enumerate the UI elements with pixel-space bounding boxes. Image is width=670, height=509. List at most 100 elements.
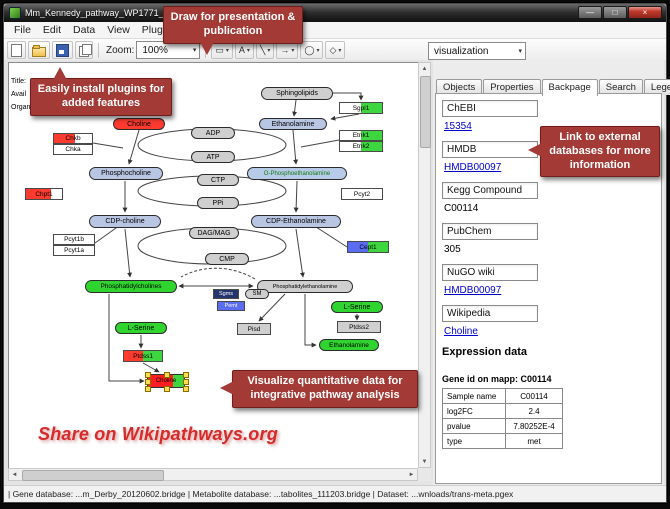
menu-edit[interactable]: Edit <box>42 24 62 36</box>
pathway-node-sgpl1[interactable]: Sgpl1 <box>339 102 383 114</box>
pathway-node-phosphatidylcholines[interactable]: Phosphatidylcholines <box>85 280 177 293</box>
pathway-node-adp[interactable]: ADP <box>191 127 235 139</box>
shape-tool-button[interactable]: ◯▾ <box>300 41 324 59</box>
database-id-text: 305 <box>444 244 461 255</box>
pathway-node-ctp[interactable]: CTP <box>197 174 239 186</box>
database-value: 15354 <box>444 121 655 132</box>
tab-properties[interactable]: Properties <box>483 79 541 95</box>
scroll-up-icon[interactable]: ▲ <box>421 65 428 72</box>
pathway-node-cdp-choline[interactable]: CDP-choline <box>89 215 161 228</box>
external-link[interactable]: HMDB00097 <box>444 285 502 296</box>
pathway-node-pisd[interactable]: Pisd <box>237 323 271 335</box>
line-tool-button[interactable]: ╲▾ <box>255 41 275 59</box>
pathway-node-cmp[interactable]: CMP <box>205 253 249 265</box>
visualization-select[interactable]: visualization ▾ <box>428 42 526 60</box>
zoom-select[interactable]: 100% ▾ <box>136 41 201 59</box>
selection-handle[interactable] <box>145 386 151 392</box>
minimize-button[interactable]: — <box>578 6 602 19</box>
selection-handle[interactable] <box>145 372 151 378</box>
chevron-down-icon: ▾ <box>291 47 295 54</box>
tab-objects[interactable]: Objects <box>436 79 483 95</box>
datanode-tool-button[interactable]: ▭▾ <box>211 41 233 59</box>
horizontal-scrollbar[interactable]: ◄ ► <box>8 468 418 481</box>
close-button[interactable]: × <box>628 6 662 19</box>
pathway-node-cdp-ethanolamine[interactable]: CDP-Ethanolamine <box>251 215 341 228</box>
tab-legend[interactable]: Legend <box>643 79 670 95</box>
pathway-node-phosphatidylethanolamine[interactable]: Phosphatidylethanolamine <box>257 280 353 293</box>
menu-view[interactable]: View <box>107 24 130 36</box>
pathway-node-choline-selected[interactable]: Choline <box>145 372 189 392</box>
pathway-node-cept1[interactable]: Cept1 <box>347 241 389 253</box>
database-name-field: HMDB <box>442 141 538 158</box>
label-tool-button[interactable]: A▾ <box>234 41 254 59</box>
pathway-node-l-serine-right[interactable]: L-Serine <box>331 301 383 313</box>
horizontal-scroll-thumb[interactable] <box>22 470 164 481</box>
pathway-node-choline-top[interactable]: Choline <box>113 118 165 130</box>
scroll-down-icon[interactable]: ▼ <box>421 458 428 465</box>
pathway-info-line: Title: <box>11 78 26 85</box>
tab-search[interactable]: Search <box>598 79 643 95</box>
template-tool-button[interactable]: ◇▾ <box>325 41 346 59</box>
pathway-node-sphingolipids[interactable]: Sphingolipids <box>261 87 333 100</box>
pathway-node-sm[interactable]: SM <box>245 289 269 299</box>
pathway-node-pcyt2[interactable]: Pcyt2 <box>341 188 383 200</box>
external-link[interactable]: 15354 <box>444 121 472 132</box>
new-button[interactable] <box>7 41 26 59</box>
vertical-scroll-thumb[interactable] <box>420 76 431 148</box>
pathway-node-o-phosphoethanolamine[interactable]: O-Phosphoethanolamine <box>247 167 347 180</box>
titlebar[interactable]: Mm_Kennedy_pathway_WP1771_45176.gp... — … <box>4 4 666 22</box>
pathway-node-ptdss1[interactable]: Ptdss1 <box>123 350 163 362</box>
pathway-info-line: Organ <box>11 104 31 111</box>
callout-visualize-data: Visualize quantitative data for integrat… <box>220 370 418 408</box>
pathway-info-line: Avail <box>11 91 27 98</box>
pathway-node-etnk2[interactable]: Etnk2 <box>339 141 383 152</box>
chevron-down-icon: ▾ <box>267 47 271 54</box>
pathway-node-dag-mag[interactable]: DAG/MAG <box>189 227 239 239</box>
gene-id-mapp-line: Gene id on mapp: C00114 <box>442 374 552 384</box>
menu-data[interactable]: Data <box>73 24 96 36</box>
tool-button-group: ▭▾A▾╲▾→▾◯▾◇▾ <box>211 41 346 59</box>
vertical-scrollbar[interactable]: ▲ ▼ <box>418 62 431 468</box>
database-name-field: NuGO wiki <box>442 264 538 281</box>
selection-handle[interactable] <box>183 379 189 385</box>
scroll-right-icon[interactable]: ► <box>408 471 415 478</box>
open-icon <box>32 44 46 57</box>
pathway-node-atp[interactable]: ATP <box>191 151 235 163</box>
save-button[interactable] <box>52 41 73 59</box>
pathway-node-ptdss2[interactable]: Ptdss2 <box>337 321 381 333</box>
database-name-field: Wikipedia <box>442 305 538 322</box>
pathway-node-l-serine-left[interactable]: L-Serine <box>115 322 167 334</box>
tab-backpage[interactable]: Backpage <box>541 79 598 96</box>
pathway-node-etnk1[interactable]: Etnk1 <box>339 130 383 141</box>
open-button[interactable] <box>28 41 50 59</box>
external-link[interactable]: Choline <box>444 326 478 337</box>
scroll-left-icon[interactable]: ◄ <box>11 471 18 478</box>
selection-handle[interactable] <box>164 372 170 378</box>
line-tool-icon: ╲ <box>259 44 266 55</box>
pathway-node-phosphocholine[interactable]: Phosphocholine <box>89 167 163 180</box>
pathway-node-pemt[interactable]: Pemt <box>217 301 245 311</box>
pathway-node-ethanolamine-top[interactable]: Ethanolamine <box>259 118 327 130</box>
pathway-node-chka[interactable]: Chka <box>53 144 93 155</box>
pathway-node-chpt1[interactable]: Chpt1 <box>25 188 63 200</box>
pathway-node-pcyt1a[interactable]: Pcyt1a <box>53 245 95 256</box>
menu-file[interactable]: File <box>14 24 31 36</box>
pathway-node-ppi[interactable]: PPi <box>197 197 239 209</box>
pathway-node-ethanolamine-bottom[interactable]: Ethanolamine <box>319 339 379 351</box>
chevron-down-icon: ▾ <box>338 47 342 54</box>
pathway-node-sgms[interactable]: Sgms <box>213 289 239 299</box>
external-link[interactable]: HMDB00097 <box>444 162 502 173</box>
selection-handle[interactable] <box>145 379 151 385</box>
pathway-node-chkb[interactable]: Chkb <box>53 133 93 144</box>
selection-handle[interactable] <box>183 386 189 392</box>
copy-button[interactable] <box>75 41 93 59</box>
selection-handle[interactable] <box>164 386 170 392</box>
pathway-node-pcyt1b[interactable]: Pcyt1b <box>53 234 95 245</box>
arrow-tool-button[interactable]: →▾ <box>276 41 299 59</box>
selection-handle[interactable] <box>183 372 189 378</box>
maximize-button[interactable]: □ <box>603 6 627 19</box>
visualization-value: visualization <box>434 45 489 57</box>
